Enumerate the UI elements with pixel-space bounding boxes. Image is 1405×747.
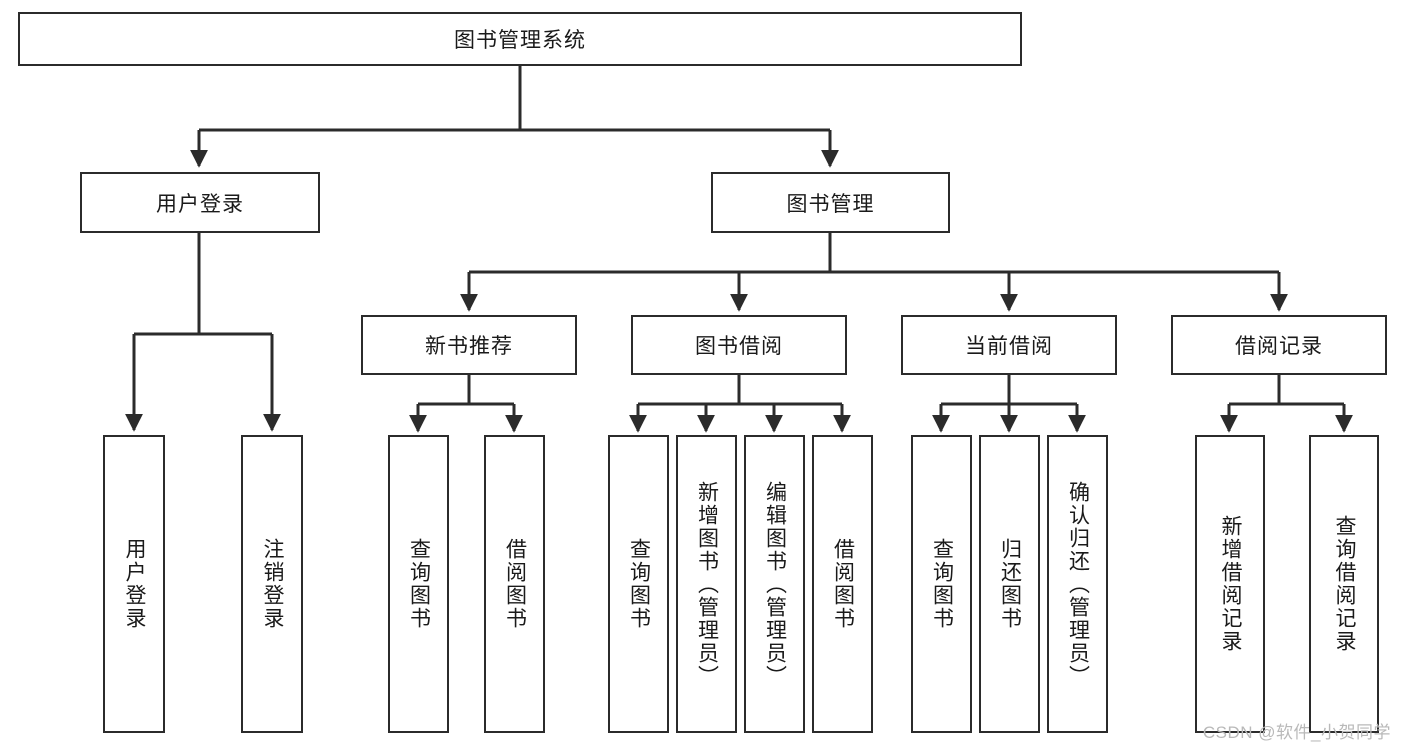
node-leaf-user-login-label: 用户登录 <box>123 538 147 630</box>
node-leaf-borrow-book[interactable]: 借阅图书 <box>812 435 873 733</box>
node-leaf-borrow-book-recommend-label: 借阅图书 <box>503 538 527 630</box>
node-book-management-label: 图书管理 <box>786 192 875 216</box>
node-leaf-logout-label: 注销登录 <box>261 538 285 630</box>
csdn-watermark: CSDN @软件_小贺同学 <box>1202 723 1391 742</box>
node-leaf-query-book-recommend[interactable]: 查询图书 <box>388 435 449 733</box>
node-book-borrow[interactable]: 图书借阅 <box>631 315 847 375</box>
node-root-label: 图书管理系统 <box>454 29 586 52</box>
node-leaf-add-book-admin-label: 新增图书（管理员） <box>695 480 719 688</box>
node-leaf-query-book-label: 查询图书 <box>627 538 651 630</box>
node-book-borrow-label: 图书借阅 <box>695 335 783 358</box>
node-leaf-return-book-label: 归还图书 <box>998 538 1022 630</box>
node-user-login[interactable]: 用户登录 <box>80 172 320 233</box>
node-root[interactable]: 图书管理系统 <box>18 12 1022 66</box>
node-leaf-query-borrow-record[interactable]: 查询借阅记录 <box>1309 435 1379 733</box>
node-book-management[interactable]: 图书管理 <box>711 172 950 233</box>
node-leaf-edit-book-admin-label: 编辑图书（管理员） <box>763 480 787 688</box>
node-leaf-edit-book-admin[interactable]: 编辑图书（管理员） <box>744 435 805 733</box>
node-current-borrow[interactable]: 当前借阅 <box>901 315 1117 375</box>
node-leaf-return-book[interactable]: 归还图书 <box>979 435 1040 733</box>
node-leaf-query-book-current-label: 查询图书 <box>930 538 954 630</box>
node-current-borrow-label: 当前借阅 <box>965 335 1053 358</box>
node-leaf-query-borrow-record-label: 查询借阅记录 <box>1333 515 1357 653</box>
node-leaf-add-borrow-record[interactable]: 新增借阅记录 <box>1195 435 1265 733</box>
node-borrow-record-label: 借阅记录 <box>1235 335 1323 358</box>
node-leaf-borrow-book-recommend[interactable]: 借阅图书 <box>484 435 545 733</box>
node-leaf-query-book[interactable]: 查询图书 <box>608 435 669 733</box>
node-leaf-logout[interactable]: 注销登录 <box>241 435 303 733</box>
node-leaf-add-borrow-record-label: 新增借阅记录 <box>1219 515 1243 653</box>
node-leaf-confirm-return-admin-label: 确认归还（管理员） <box>1066 480 1090 688</box>
node-leaf-borrow-book-label: 借阅图书 <box>831 538 855 630</box>
node-leaf-user-login[interactable]: 用户登录 <box>103 435 165 733</box>
node-leaf-query-book-current[interactable]: 查询图书 <box>911 435 972 733</box>
node-leaf-confirm-return-admin[interactable]: 确认归还（管理员） <box>1047 435 1108 733</box>
node-new-book-recommend-label: 新书推荐 <box>425 335 513 358</box>
node-leaf-add-book-admin[interactable]: 新增图书（管理员） <box>676 435 737 733</box>
node-leaf-query-book-recommend-label: 查询图书 <box>407 538 431 630</box>
node-user-login-label: 用户登录 <box>156 192 244 216</box>
node-borrow-record[interactable]: 借阅记录 <box>1171 315 1387 375</box>
node-new-book-recommend[interactable]: 新书推荐 <box>361 315 577 375</box>
